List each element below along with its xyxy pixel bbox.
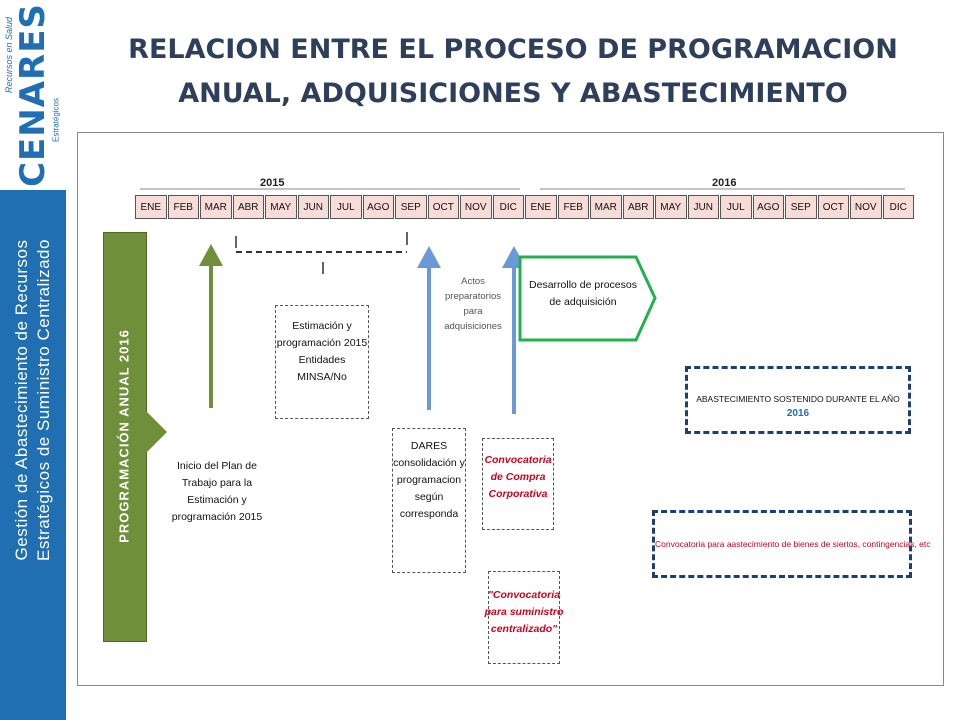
month-cell: SEP (785, 195, 817, 219)
month-cell: MAR (200, 195, 232, 219)
convocatoria-bienes-box (652, 510, 912, 578)
month-cell: MAY (655, 195, 687, 219)
month-cell: JUN (687, 195, 719, 219)
month-cell: JUN (297, 195, 329, 219)
programacion-anual-label: PROGRAMACIÓN ANUAL 2016 (116, 329, 132, 543)
year-2015-label: 2015 (260, 177, 285, 189)
dares-text: DARES consolidación y programacion según… (393, 440, 465, 520)
abastecimiento-box (685, 366, 911, 434)
estimacion-box (275, 305, 369, 419)
convocatoria-suministro-box (488, 571, 560, 664)
month-cell: ENE (135, 195, 167, 219)
convocatoria-compra-box (482, 438, 554, 530)
inicio-plan-text: Inicio del Plan de Trabajo para la Estim… (171, 460, 263, 523)
dares-box (392, 428, 466, 573)
title-line1: RELACION ENTRE EL PROCESO DE PROGRAMACIO… (128, 34, 898, 65)
actos-preparatorios-text: Actos preparatorios para adquisiciones (444, 276, 502, 332)
abastecimiento-text: ABASTECIMIENTO SOSTENIDO DURANTE EL AÑO … (696, 394, 900, 419)
month-cell: MAY (265, 195, 297, 219)
convocatoria-compra-text: Convocatoria de Compra Corporativa (484, 454, 552, 500)
month-cell: SEP (395, 195, 427, 219)
programacion-arrow-icon (145, 410, 167, 454)
month-cell: OCT (427, 195, 459, 219)
blue-arrow-1-head (417, 246, 441, 268)
month-cell: ABR (232, 195, 264, 219)
logo-area: Recursos en Salud CENARES Estratégicos (0, 0, 66, 190)
title-line2: ANUAL, ADQUISICIONES Y ABASTECIMIENTO (178, 78, 848, 109)
month-cell: AGO (362, 195, 394, 219)
page-title: RELACION ENTRE EL PROCESO DE PROGRAMACIO… (66, 28, 960, 116)
month-cell: NOV (460, 195, 492, 219)
green-arrow-head (199, 244, 223, 266)
convocatoria-suministro-text: "Convocatoria para suministro centraliza… (484, 589, 564, 635)
month-cell: ABR (622, 195, 654, 219)
month-cell: AGO (752, 195, 784, 219)
month-cell: DIC (882, 195, 914, 219)
year-2016-label: 2016 (712, 177, 737, 189)
diagram-frame (77, 132, 944, 686)
month-cell: JUL (330, 195, 362, 219)
estimacion-text: Estimación y programación 2015 Entidades… (276, 320, 368, 383)
month-cell: MAR (590, 195, 622, 219)
month-cell: FEB (557, 195, 589, 219)
convocatoria-bienes-text: Convocatoria para aastecimiento de biene… (655, 539, 931, 549)
month-cell: JUL (720, 195, 752, 219)
sidebar: Recursos en Salud CENARES Estratégicos G… (0, 0, 66, 720)
month-cell: NOV (850, 195, 882, 219)
desarrollo-box (518, 255, 657, 342)
month-cell: OCT (817, 195, 849, 219)
month-cell: DIC (492, 195, 524, 219)
month-cell: ENE (525, 195, 557, 219)
abastecimiento-year: 2016 (786, 408, 810, 419)
desarrollo-text: Desarrollo de procesos de adquisición (529, 279, 637, 308)
month-cell: FEB (167, 195, 199, 219)
